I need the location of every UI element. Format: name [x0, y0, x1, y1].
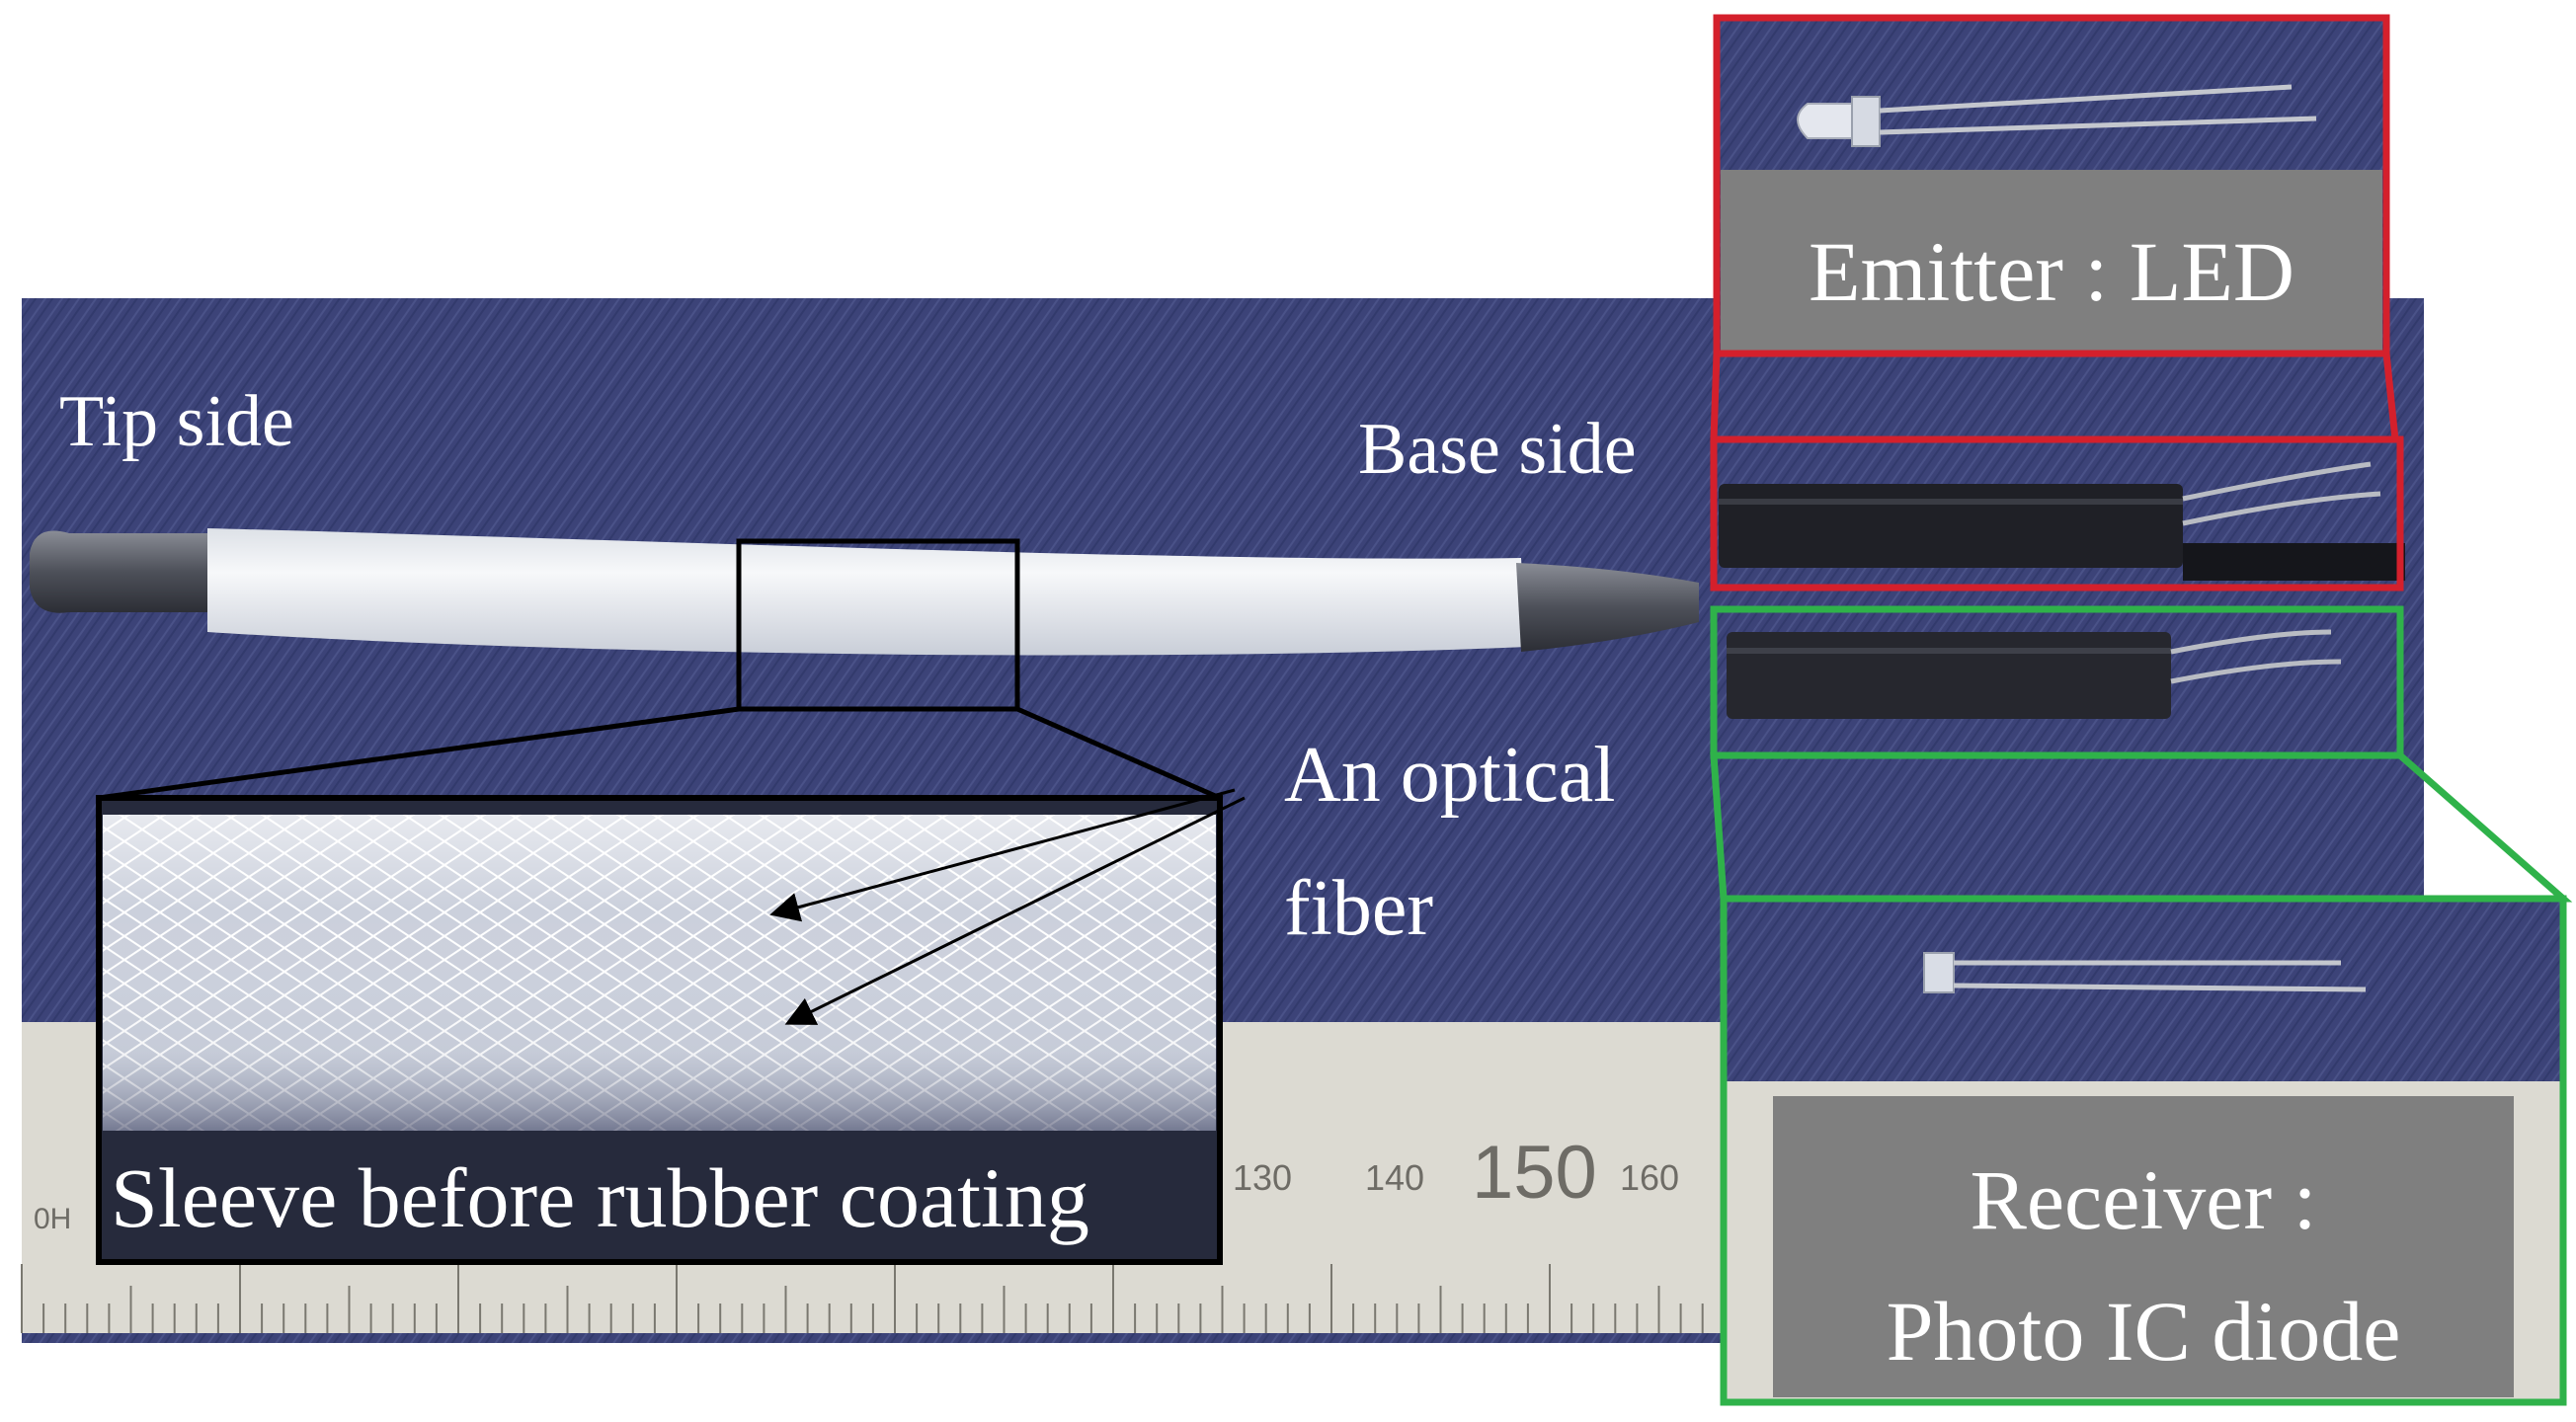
receiver-caption-line1: Receiver :: [1970, 1152, 2317, 1247]
optical-fiber-arrow-lower: [784, 796, 1246, 1025]
emitter-caption: Emitter : LED: [1809, 224, 2294, 319]
tip-side-label: Tip side: [59, 381, 294, 462]
sensor-tube: [30, 528, 1699, 656]
optical-fiber-arrow-upper: [769, 788, 1236, 922]
receiver-inset: [1720, 895, 2567, 1406]
optical-fiber-label-line1: An optical: [1284, 732, 1616, 819]
zoom-source-box: [736, 538, 1020, 712]
ruler-label-160: 160: [1620, 1157, 1680, 1198]
emitter-housing: [1719, 461, 2405, 581]
ruler-label-0h: 0H: [34, 1203, 72, 1235]
receiver-housing: [1727, 629, 2342, 719]
optical-fiber-label-line2: fiber: [1284, 865, 1434, 952]
emitter-housing-frame: [1710, 435, 2404, 592]
emitter-inset: [1713, 14, 2390, 357]
ruler-label-140: 140: [1365, 1157, 1425, 1198]
sleeve-inset: [96, 795, 1223, 1265]
ruler-label-130: 130: [1233, 1157, 1293, 1198]
ruler-label-150: 150: [1472, 1131, 1597, 1215]
receiver-caption-line2: Photo IC diode: [1886, 1284, 2401, 1379]
base-side-label: Base side: [1358, 409, 1637, 490]
sleeve-caption: Sleeve before rubber coating: [111, 1150, 1089, 1245]
